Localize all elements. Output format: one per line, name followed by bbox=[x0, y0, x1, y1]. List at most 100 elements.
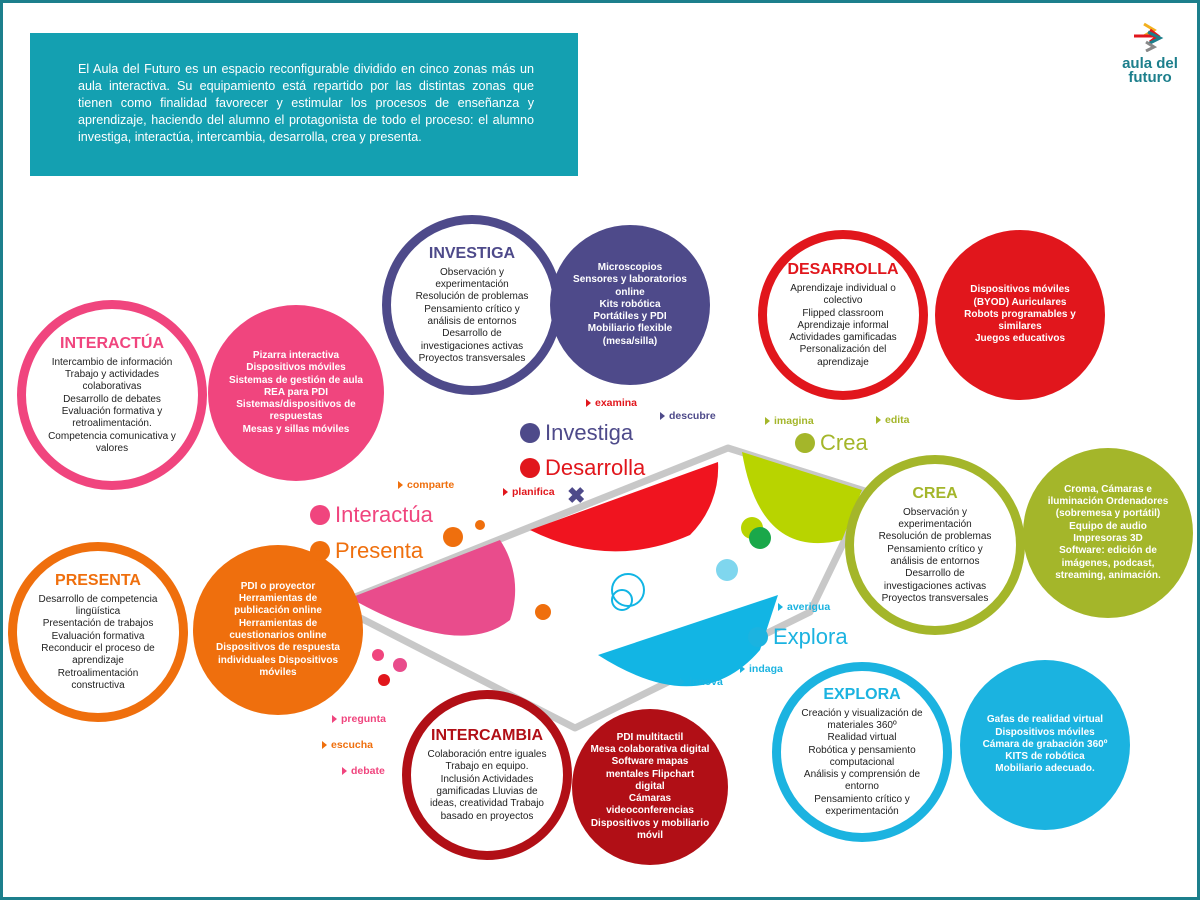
equipment-item: Dispositivos y mobiliario móvil bbox=[590, 817, 710, 842]
skill-item: Colaboración entre iguales bbox=[427, 749, 547, 761]
intro-text-box: El Aula del Futuro es un espacio reconfi… bbox=[30, 33, 578, 176]
investiga-zone-icon bbox=[520, 423, 540, 443]
equipment-item: Sistemas de gestión de aula bbox=[229, 374, 363, 386]
verb-text: indaga bbox=[749, 663, 783, 675]
verb-text: innova bbox=[689, 676, 723, 688]
skill-item: Retroalimentación constructiva bbox=[57, 667, 139, 691]
verb-planifica: planifica bbox=[503, 486, 555, 498]
skill-item: Desarrollo de investigaciones activas bbox=[420, 328, 524, 352]
verb-imagina: imagina bbox=[765, 415, 814, 427]
verb-edita: edita bbox=[876, 414, 910, 426]
plan-label-text: Presenta bbox=[335, 538, 424, 563]
equipment-item: Dispositivos de respuesta individuales D… bbox=[216, 642, 340, 678]
skill-item: Desarrollo de competencia lingüística bbox=[38, 593, 158, 618]
aula-del-futuro-logo: aula del futuro bbox=[1112, 20, 1188, 86]
triangle-bullet-icon bbox=[660, 412, 665, 420]
plan-label-presenta: Presenta bbox=[310, 538, 423, 564]
zone-crea-equipment-circle: Croma, Cámaras e iluminación Ordenadores… bbox=[1023, 448, 1193, 618]
skill-item: Personalización del aprendizaje bbox=[799, 344, 887, 368]
explora-ring bbox=[611, 573, 645, 607]
skill-item: Resolución de problemas bbox=[415, 291, 529, 303]
skill-item: Aprendizaje informal bbox=[797, 319, 889, 331]
equipment-item: Mobiliario flexible (mesa/silla) bbox=[587, 323, 673, 347]
arrows-logo-icon bbox=[1134, 22, 1164, 53]
verb-indaga: indaga bbox=[740, 663, 783, 675]
skill-item: Proyectos transversales bbox=[418, 352, 526, 364]
equipment-item: Mesas y sillas móviles bbox=[242, 423, 350, 435]
equipment-item: Cámaras videoconferencias bbox=[606, 793, 694, 817]
equipment-item: Software mapas mentales Flipchart digita… bbox=[605, 756, 695, 792]
explora-ring bbox=[611, 589, 633, 611]
skill-item: Desarrollo de investigaciones activas bbox=[883, 568, 987, 592]
logo-text-line1: aula del bbox=[1122, 55, 1178, 72]
skill-item: Inclusión Actividades gamificadas Lluvia… bbox=[430, 773, 544, 822]
plan-label-text: Explora bbox=[773, 624, 848, 649]
zone-presenta-skills-circle: PRESENTA Desarrollo de competencia lingüí… bbox=[8, 542, 188, 722]
verb-escucha: escucha bbox=[322, 739, 373, 751]
skill-item: Pensamiento crítico y análisis de entorn… bbox=[424, 303, 520, 327]
desarrolla-zone-icon bbox=[520, 458, 540, 478]
verb-examina: examina bbox=[586, 397, 637, 409]
plan-label-text: Interactúa bbox=[335, 502, 433, 527]
zone-title: CREA bbox=[912, 484, 958, 502]
skill-item: Flipped classroom bbox=[802, 307, 884, 319]
plan-label-interactua: Interactúa bbox=[310, 502, 433, 528]
equipment-item: Dispositivos móviles Cámara de grabación… bbox=[982, 726, 1108, 763]
verb-innova: innova bbox=[680, 676, 723, 688]
drop-icon bbox=[372, 649, 384, 661]
flower-icon bbox=[475, 520, 485, 530]
triangle-bullet-icon bbox=[322, 741, 327, 749]
plan-label-explora: Explora bbox=[748, 624, 848, 650]
plan-label-desarrolla: Desarrolla bbox=[520, 455, 645, 481]
cross-icon: ✖ bbox=[567, 483, 585, 508]
triangle-bullet-icon bbox=[342, 767, 347, 775]
equipment-item: REA para PDI bbox=[263, 386, 329, 398]
skill-item: Presentación de trabajos bbox=[42, 618, 154, 630]
plan-label-text: Investiga bbox=[545, 420, 634, 445]
verb-text: debate bbox=[351, 765, 385, 777]
equipment-item: Juegos educativos bbox=[974, 333, 1066, 345]
equipment-item: Pizarra interactiva bbox=[252, 349, 340, 361]
skill-item: Trabajo y actividades colaborativas bbox=[64, 369, 160, 393]
equipment-item: PDI o proyector bbox=[240, 580, 316, 592]
plan-label-investiga: Investiga bbox=[520, 420, 633, 446]
skill-item: Evaluación formativa y retroalimentación… bbox=[61, 406, 163, 430]
zone-desarrolla-area bbox=[530, 462, 719, 552]
zone-title: PRESENTA bbox=[55, 571, 141, 589]
skill-item: Actividades gamificadas bbox=[789, 332, 897, 344]
zone-title: INTERCAMBIA bbox=[431, 727, 543, 745]
verb-text: imagina bbox=[774, 415, 814, 427]
triangle-bullet-icon bbox=[503, 488, 508, 496]
equipment-item: Herramientas de publicación online Herra… bbox=[229, 593, 327, 641]
triangle-bullet-icon bbox=[778, 603, 783, 611]
chat-icon bbox=[535, 604, 551, 620]
equipment-item: Gafas de realidad virtual bbox=[986, 714, 1104, 726]
verb-debate: debate bbox=[342, 765, 385, 777]
equipment-item: Robots programables y similares bbox=[964, 308, 1076, 333]
skill-item: Creación y visualización de materiales 3… bbox=[801, 707, 923, 731]
skill-item: Proyectos transversales bbox=[881, 592, 989, 604]
explora-dot bbox=[716, 559, 738, 581]
skill-item: Desarrollo de debates bbox=[63, 393, 161, 405]
verb-text: descubre bbox=[669, 410, 716, 422]
skill-item: Análisis y comprensión de entorno bbox=[803, 769, 921, 793]
equipment-item: Sensores y laboratorios online bbox=[573, 274, 687, 298]
skill-item: Intercambio de información bbox=[51, 356, 173, 368]
crea-dot bbox=[749, 527, 771, 549]
verb-text: pregunta bbox=[341, 713, 386, 725]
skill-item: Resolución de problemas bbox=[878, 531, 992, 543]
equipment-item: Impresoras 3D bbox=[1073, 533, 1143, 544]
skill-item: Observación y experimentación bbox=[898, 506, 972, 531]
drop-icon bbox=[378, 674, 390, 686]
triangle-bullet-icon bbox=[876, 416, 881, 424]
verb-pregunta: pregunta bbox=[332, 713, 386, 725]
verb-text: planifica bbox=[512, 486, 555, 498]
skill-item: Realidad virtual bbox=[827, 732, 897, 744]
